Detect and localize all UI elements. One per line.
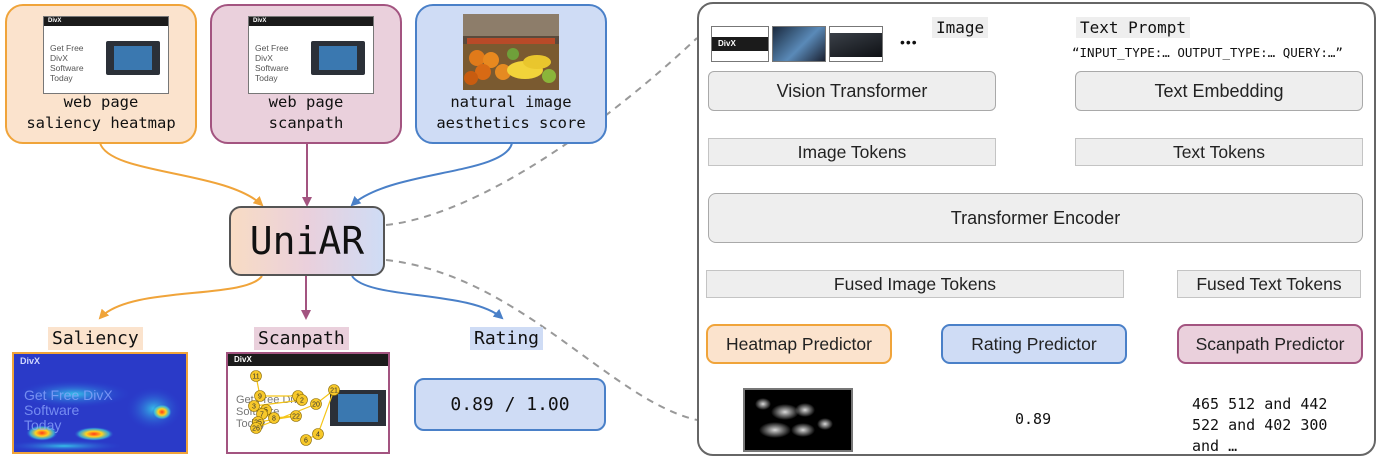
heatmap-brand: DivX	[20, 356, 41, 366]
fused-image-tokens-block: Fused Image Tokens	[706, 270, 1124, 298]
scanpath-fixation: 21	[328, 384, 340, 396]
scanpath-fixation-number: 6	[304, 438, 308, 445]
image-tokens-block: Image Tokens	[708, 138, 996, 166]
scanpath-fixation-number: 21	[330, 388, 338, 395]
webpage-thumbnail: DivX Get Free DivX Software Today	[43, 16, 169, 94]
scanpath-fixation-number: 9	[258, 394, 262, 401]
scanpath-fixation: 2	[296, 394, 308, 406]
scanpath-fixation: 3	[248, 400, 260, 412]
scanpath-fixation: 4	[312, 428, 324, 440]
scanpath-fixation: 11	[250, 370, 262, 382]
scanpath-output-label: Scanpath	[254, 327, 349, 350]
saliency-heatmap-image: Get Free DivX Software Today DivX	[12, 352, 188, 454]
heatmap-output-image	[743, 388, 853, 452]
brand-logo: DivX	[48, 18, 62, 24]
task-aesthetics-card: natural image aesthetics score	[415, 4, 607, 144]
image-heading: Image	[932, 17, 989, 38]
rating-output-arrow	[351, 275, 504, 320]
scanpath-fixation-number: 11	[252, 374, 259, 381]
thumb-headline: Get Free DivX Software Today	[255, 43, 289, 83]
scanpath-fixation-number: 20	[312, 402, 320, 409]
scanpath-fixation: 8	[268, 412, 280, 424]
webpage-thumbnail: DivX Get Free DivX Software Today	[248, 16, 374, 94]
scanpath-fixation: 9	[254, 390, 266, 402]
thumb-headline: Get Free DivX Software Today	[50, 43, 84, 83]
saliency-output-arrow	[98, 275, 263, 320]
scanpath-fixation-number: 22	[292, 414, 300, 421]
rating-predictor-output: 0.89	[1015, 410, 1052, 428]
scanpath-fixations: 119123578222526202146	[248, 370, 340, 446]
rating-value: 0.89 / 1.00	[450, 394, 570, 415]
scanpath-fixation-number: 26	[252, 426, 260, 433]
task-scanpath-card: DivX Get Free DivX Software Today web pa…	[210, 4, 402, 144]
input-image-patch	[772, 26, 826, 62]
heatmap-predictor-block: Heatmap Predictor	[706, 324, 892, 364]
model-name: UniAR	[249, 219, 365, 263]
zoom-line-top	[385, 37, 698, 226]
scanpath-brand: DivX	[234, 355, 252, 364]
natural-image-thumbnail	[463, 14, 559, 90]
scanpath-predictor-output: 465 512 and 442 522 and 402 300 and …	[1192, 395, 1328, 455]
heatmap-headline: Get Free DivX Software Today	[24, 387, 113, 433]
rating-input-arrow	[350, 142, 513, 207]
text-tokens-block: Text Tokens	[1075, 138, 1363, 166]
scanpath-fixation: 6	[300, 434, 312, 446]
scanpath-fixation: 20	[310, 398, 322, 410]
task-saliency-label: web page saliency heatmap	[26, 93, 176, 132]
fused-text-tokens-block: Fused Text Tokens	[1177, 270, 1361, 298]
scanpath-fixation-number: 2	[300, 398, 304, 405]
scanpath-output-image: DivX Get Free DivX Software Today 119123…	[226, 352, 390, 454]
scanpath-fixation: 22	[290, 410, 302, 422]
transformer-encoder-block: Transformer Encoder	[708, 193, 1363, 243]
rating-predictor-block: Rating Predictor	[941, 324, 1127, 364]
input-image-strip: DivX	[711, 26, 769, 62]
scanpath-predictor-block: Scanpath Predictor	[1177, 324, 1363, 364]
scanpath-fixation-number: 7	[260, 412, 264, 419]
task-scanpath-label: web page scanpath	[268, 93, 344, 132]
saliency-input-arrow	[99, 142, 264, 207]
input-image-patch	[829, 26, 883, 62]
scanpath-fixation: 26	[250, 422, 262, 434]
text-prompt-heading: Text Prompt	[1076, 17, 1190, 38]
task-aesthetics-label: natural image aesthetics score	[436, 93, 586, 132]
scanpath-fixation-number: 8	[272, 416, 276, 423]
scanpath-fixation-number: 3	[252, 404, 256, 411]
uniar-model-box: UniAR	[229, 206, 385, 276]
rating-output-box: 0.89 / 1.00	[414, 378, 606, 431]
scanpath-fixation-number: 4	[316, 432, 320, 439]
rating-output-label: Rating	[470, 327, 544, 350]
task-saliency-card: DivX Get Free DivX Software Today web pa…	[5, 4, 197, 144]
text-embedding-block: Text Embedding	[1075, 71, 1363, 111]
image-strip-ellipsis: •••	[900, 34, 918, 50]
strip-brand: DivX	[718, 39, 736, 48]
brand-logo: DivX	[253, 18, 267, 24]
saliency-output-label: Saliency	[48, 327, 143, 350]
text-prompt-value: “INPUT_TYPE:… OUTPUT_TYPE:… QUERY:…”	[1072, 45, 1343, 60]
vision-transformer-block: Vision Transformer	[708, 71, 996, 111]
zoom-line-bottom	[385, 259, 698, 421]
